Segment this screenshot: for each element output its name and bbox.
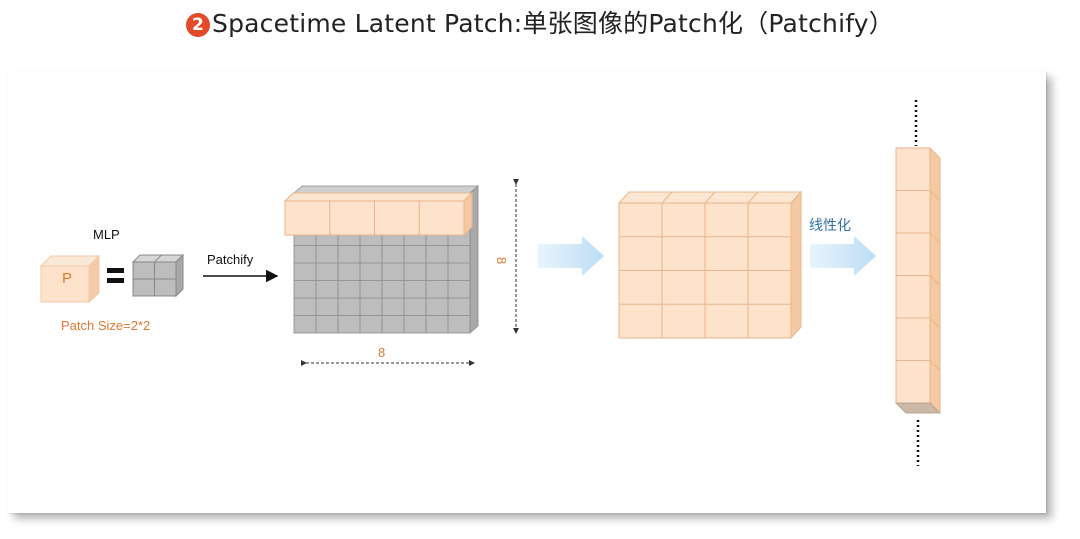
patch-grid-4x4 (617, 190, 803, 340)
linearize-label: 线性化 (809, 218, 851, 234)
slide-frame (8, 71, 1046, 513)
mlp-label: MLP (93, 227, 120, 242)
width-dimension-label: 8 (378, 345, 386, 360)
title-text: Spacetime Latent Patch:单张图像的Patch化（Patch… (212, 9, 894, 38)
patchify-label: Patchify (207, 252, 254, 267)
height-dimension-label: 8 (494, 256, 510, 265)
patch-letter: P (62, 270, 73, 287)
gray-2x2-cube (131, 253, 185, 298)
token-sequence-column (894, 146, 942, 415)
step-number-badge: 2 (186, 13, 211, 37)
extracted-patch-row (283, 191, 474, 237)
blue-arrow-1 (538, 236, 604, 276)
equals-sign (107, 268, 124, 283)
patch-cube (39, 254, 101, 304)
patch-size-label: Patch Size=2*2 (61, 318, 151, 333)
blue-arrow-2 (810, 236, 876, 276)
